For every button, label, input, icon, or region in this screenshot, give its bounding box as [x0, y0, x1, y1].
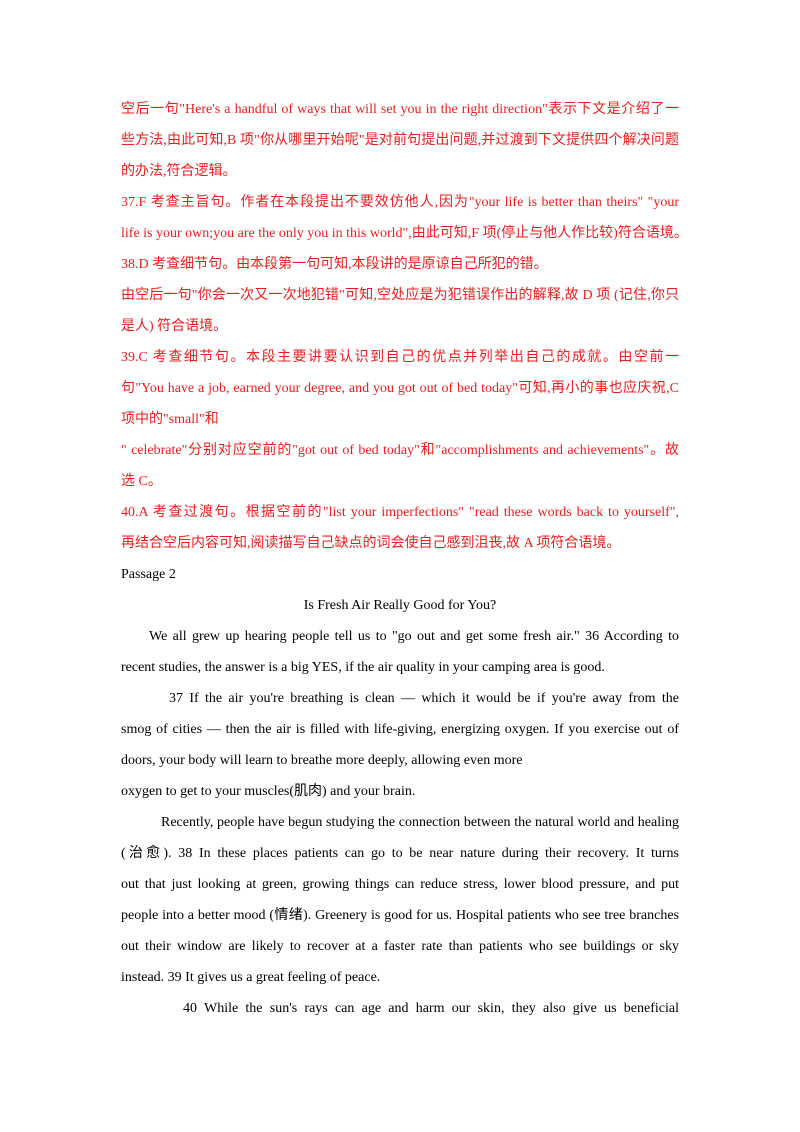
document-page: 空后一句"Here's a handful of ways that will … [121, 94, 688, 1024]
passage-line: out that just looking at green, growing … [121, 877, 679, 892]
answer-explanations: 空后一句"Here's a handful of ways that will … [121, 94, 688, 559]
answer-40: 40.A 考查过渡句。根据空前的"list your imperfections… [121, 505, 679, 520]
passage-line: We all grew up hearing people tell us to… [149, 629, 679, 644]
answer-line: 再结合空后内容可知,阅读描写自己缺点的词会使自己感到沮丧,故 A 项符合语境。 [121, 536, 621, 551]
passage-line: smog of cities — then the air is filled … [121, 722, 679, 737]
passage-line: 40 While the sun's rays can age and harm… [183, 1001, 679, 1016]
passage-line: recent studies, the answer is a big YES,… [121, 660, 605, 675]
passage-line: oxygen to get to your muscles(肌肉) and yo… [121, 784, 416, 799]
passage-line: doors, your body will learn to breathe m… [121, 753, 523, 768]
passage-line: (治愈). 38 In these places patients can go… [121, 846, 679, 861]
passage-label: Passage 2 [121, 567, 176, 582]
passage-line: out their window are likely to recover a… [121, 939, 679, 954]
answer-line: 是人) 符合语境。 [121, 319, 228, 334]
passage-line: people into a better mood (情绪). Greenery… [121, 908, 679, 923]
passage-line: Recently, people have begun studying the… [161, 815, 679, 830]
passage-line: instead. 39 It gives us a great feeling … [121, 970, 381, 985]
answer-38: 38.D 考查细节句。由本段第一句可知,本段讲的是原谅自己所犯的错。 [121, 257, 548, 272]
passage-2: Passage 2 Is Fresh Air Really Good for Y… [121, 559, 679, 1024]
answer-39: 39.C 考查细节句。本段主要讲要认识到自己的优点并列举出自己的成就。由空前一 [121, 350, 679, 365]
passage-line: 37 If the air you're breathing is clean … [169, 691, 679, 706]
answer-37: 37.F 考查主旨句。作者在本段提出不要效仿他人,因为"your life is… [121, 195, 679, 210]
answer-line: 句"You have a job, earned your degree, an… [121, 381, 679, 396]
answer-line: " celebrate"分别对应空前的"got out of bed today… [121, 443, 679, 458]
passage-title: Is Fresh Air Really Good for You? [303, 598, 497, 613]
answer-line: 项中的"small"和 [121, 412, 219, 427]
answer-line: 的办法,符合逻辑。 [121, 164, 237, 179]
answer-line: 些方法,由此可知,B 项"你从哪里开始呢"是对前句提出问题,并过渡到下文提供四个… [121, 133, 679, 148]
answer-line: life is your own;you are the only you in… [121, 226, 688, 241]
answer-line: 由空后一句"你会一次又一次地犯错"可知,空处应是为犯错误作出的解释,故 D 项 … [121, 288, 679, 303]
answer-line: 空后一句"Here's a handful of ways that will … [121, 102, 679, 117]
answer-line: 选 C。 [121, 474, 162, 489]
